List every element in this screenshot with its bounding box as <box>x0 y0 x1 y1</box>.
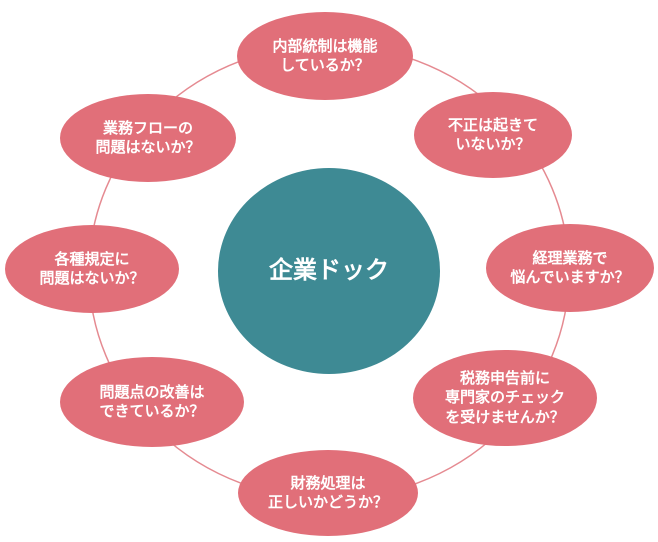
item-improvement: 問題点の改善は できているか？ <box>60 357 244 447</box>
center-node-label: 企業ドック <box>269 256 389 285</box>
item-business-flow: 業務フローの 問題はないか？ <box>60 94 236 182</box>
item-label: 業務フローの 問題はないか？ <box>95 118 201 157</box>
item-accounting-work: 経理業務で 悩んでいますか？ <box>486 224 654 312</box>
item-internal-control: 内部統制は機能 しているか？ <box>237 12 413 100</box>
item-label: 問題点の改善は できているか？ <box>99 382 205 421</box>
item-label: 不正は起きて いないか？ <box>447 115 538 154</box>
center-node: 企業ドック <box>218 168 440 374</box>
item-label: 財務処理は 正しいかどうか？ <box>267 473 388 512</box>
item-label: 内部統制は機能 しているか？ <box>272 36 378 75</box>
item-label: 経理業務で 悩んでいますか？ <box>510 248 630 287</box>
item-regulations: 各種規定に 問題はないか？ <box>5 225 179 313</box>
item-label: 各種規定に 問題はないか？ <box>39 249 145 288</box>
item-fraud: 不正は起きて いないか？ <box>414 92 572 178</box>
item-financial-processing: 財務処理は 正しいかどうか？ <box>238 450 418 536</box>
item-label: 税務申告前に 専門家のチェック を受けませんか？ <box>444 368 565 426</box>
item-tax-review: 税務申告前に 専門家のチェック を受けませんか？ <box>413 350 597 446</box>
